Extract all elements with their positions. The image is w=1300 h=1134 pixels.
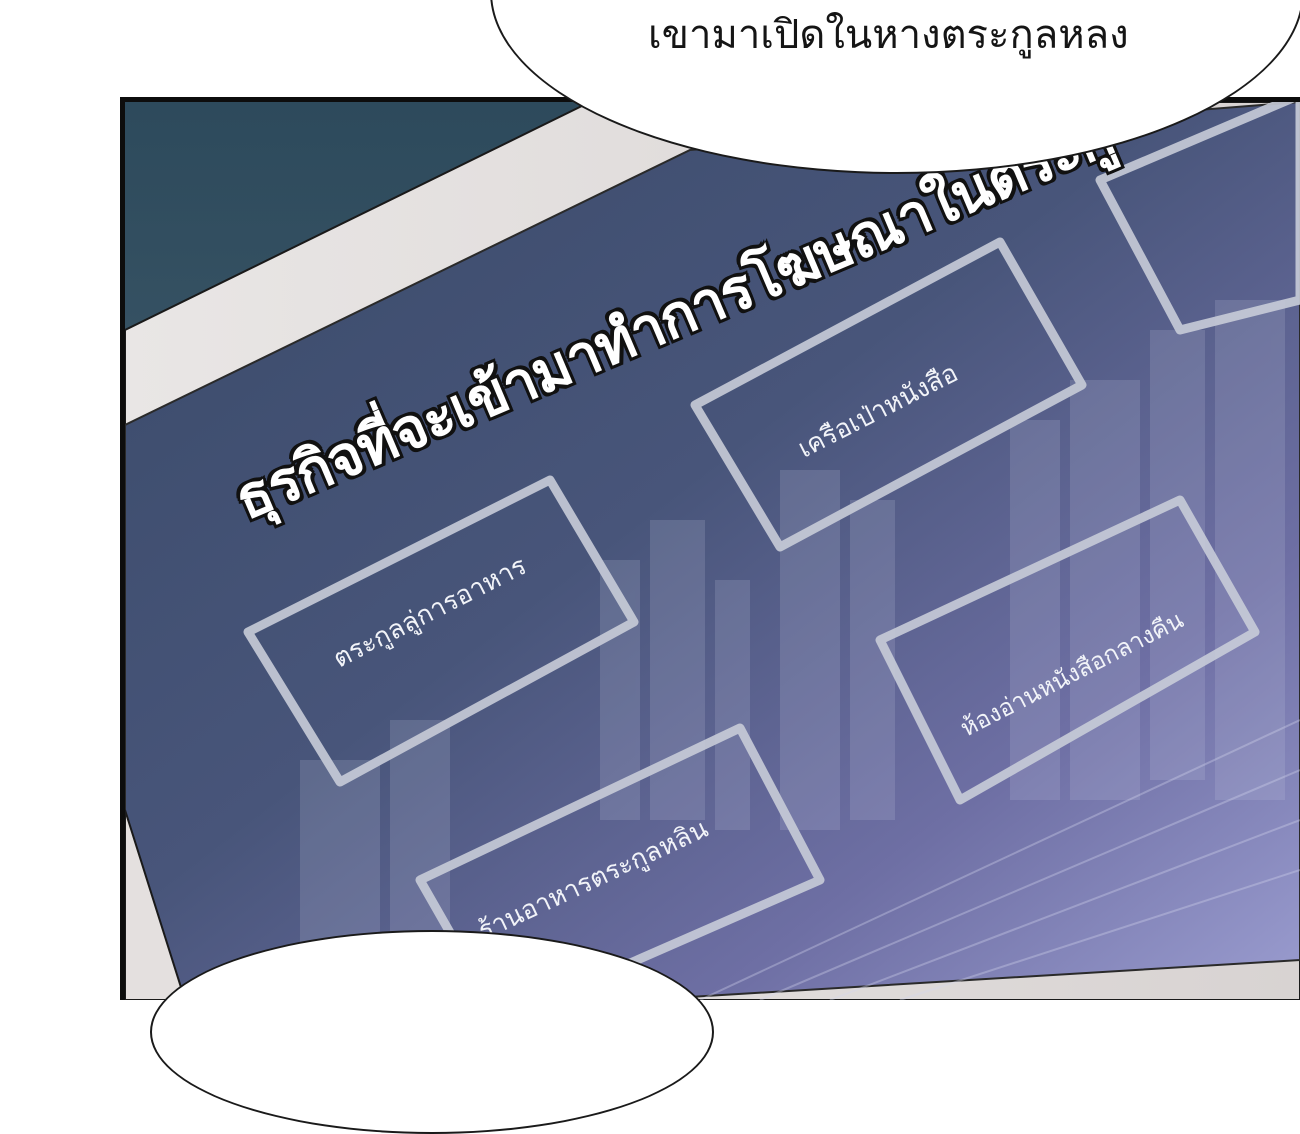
speech-bubble-text: เขามาเปิดในหางตระกูลหลง	[648, 12, 1129, 58]
speech-bubble-bottom	[150, 930, 714, 1134]
comic-panel	[120, 97, 1300, 1000]
